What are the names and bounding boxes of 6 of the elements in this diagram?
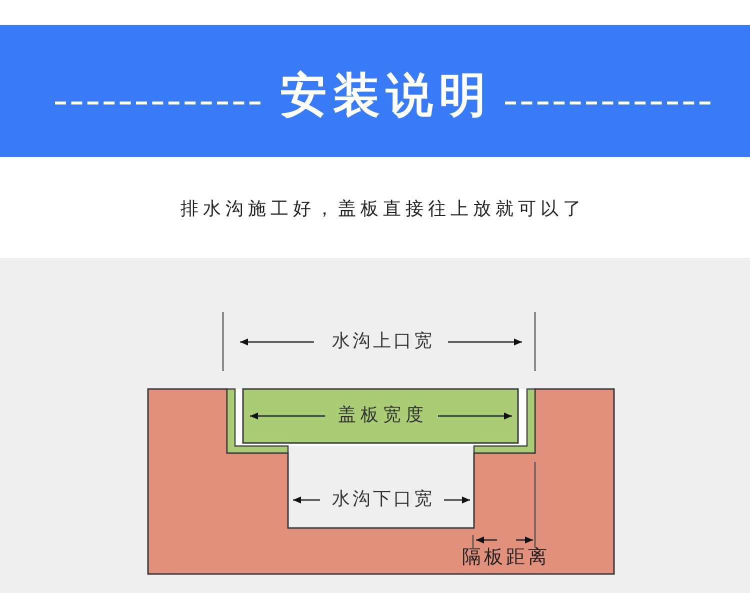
instruction-text: 排水沟施工好，盖板直接往上放就可以了 (180, 200, 586, 220)
dimension-label: 盖板宽度 (338, 406, 428, 426)
page-title: 安装说明 (280, 68, 492, 124)
dimension-label: 水沟上口宽 (332, 332, 434, 352)
dimension-label: 隔板距离 (462, 547, 550, 569)
dimension-label: 水沟下口宽 (332, 490, 434, 510)
